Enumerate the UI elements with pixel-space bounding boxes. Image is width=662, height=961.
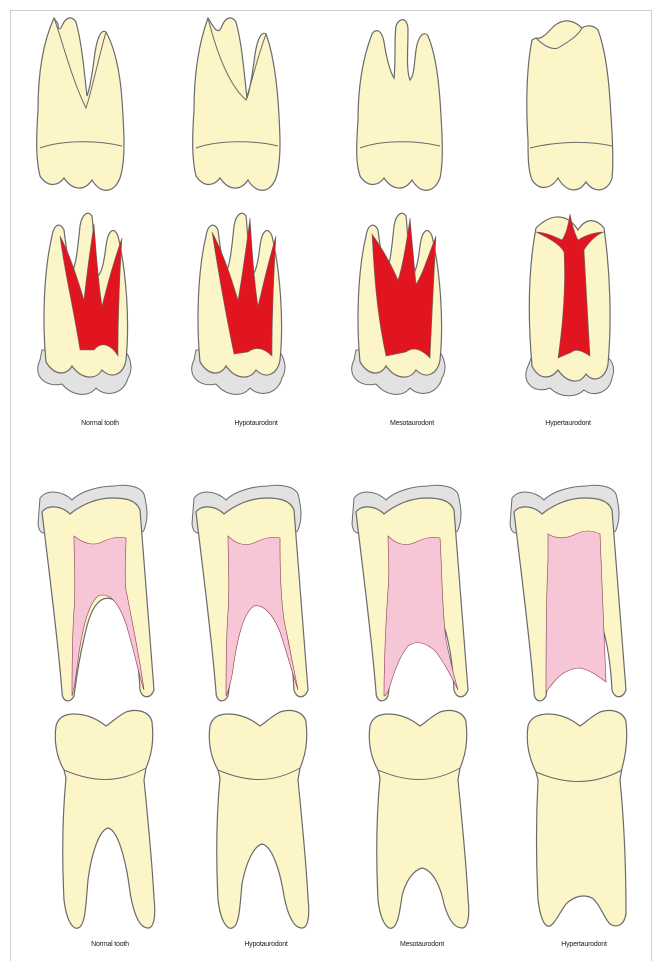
caption-hypertaurodont-lower: Hypertaurodont bbox=[561, 941, 607, 948]
upper-molar-hypotaurodont-section bbox=[192, 213, 285, 394]
lower-molar-hypotaurodont-external bbox=[209, 710, 308, 928]
caption-mesotaurodont-lower: Mesotaurodont bbox=[400, 941, 444, 948]
caption-normal-tooth-lower: Normal tooth bbox=[91, 941, 129, 948]
caption-hypotaurodont-upper: Hypotaurodont bbox=[234, 420, 278, 427]
lower-molar-hypertaurodont-section bbox=[510, 485, 626, 701]
pulp-chamber bbox=[546, 531, 606, 692]
upper-molar-normal-section bbox=[38, 213, 131, 394]
upper-molar-mesotaurodont-section bbox=[352, 213, 445, 394]
lower-molar-mesotaurodont-external bbox=[369, 710, 468, 928]
upper-molar-mesotaurodont-external bbox=[357, 20, 443, 191]
upper-molar-normal-external bbox=[37, 18, 124, 190]
lower-molar-hypotaurodont-section bbox=[192, 485, 308, 701]
caption-normal-tooth-upper: Normal tooth bbox=[81, 420, 119, 427]
caption-mesotaurodont-upper: Mesotaurodont bbox=[390, 420, 434, 427]
caption-hypertaurodont-upper: Hypertaurodont bbox=[545, 420, 591, 427]
caption-hypotaurodont-lower: Hypotaurodont bbox=[244, 941, 288, 948]
upper-molar-hypotaurodont-external bbox=[193, 18, 280, 190]
upper-molar-hypertaurodont-external bbox=[527, 21, 613, 190]
lower-molar-hypertaurodont-external bbox=[527, 710, 627, 926]
upper-molar-hypertaurodont-section bbox=[526, 214, 614, 396]
lower-molar-mesotaurodont-section bbox=[352, 485, 468, 701]
lower-molar-normal-section bbox=[38, 485, 154, 701]
lower-molar-normal-external bbox=[55, 710, 154, 928]
